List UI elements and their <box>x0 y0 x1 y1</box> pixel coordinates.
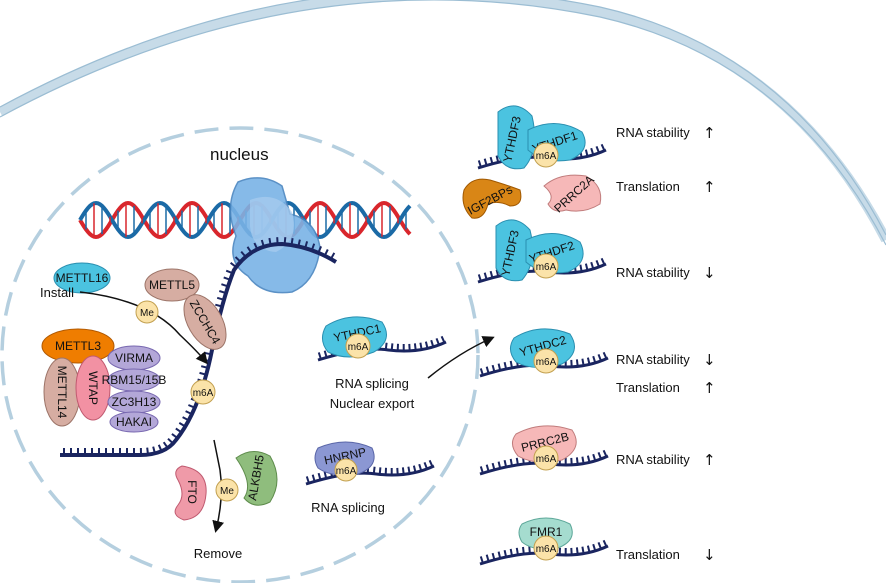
m6a-mark-prrc2b <box>533 445 559 471</box>
igf2bps-protein <box>462 178 522 219</box>
m6a-mark-ythdf2 <box>533 253 559 279</box>
m6a-label-ythdc1: m6A <box>348 342 369 353</box>
hnrnp-effect-splicing: RNA splicing <box>311 500 385 515</box>
fto-label: FTO <box>185 480 199 504</box>
m6a-mark-ythdc1 <box>345 333 371 359</box>
rna-polymerase <box>229 177 321 294</box>
m6a-mark-ythdf1 <box>533 142 559 168</box>
writer-complex: METTL16 METTL5 ZCCHC4 METTL3 METTL14 WTA… <box>40 262 227 433</box>
mettl5-protein <box>144 268 200 302</box>
nucleus-label: nucleus <box>210 145 269 164</box>
export-arrow <box>427 336 495 379</box>
prrc2b-stability-up-arrow: ↑ <box>703 451 716 469</box>
mettl5-label: METTL5 <box>149 278 195 292</box>
fmr1-reader-group: FMR1 m6A Translation ↓ <box>479 517 716 566</box>
ythdf1-stability-up-arrow: ↑ <box>703 124 716 142</box>
install-arrow <box>79 291 208 365</box>
alkbh5-protein <box>235 451 278 506</box>
install-label: Install <box>40 285 74 300</box>
zcchc4-protein <box>183 294 227 350</box>
m6a-mark-main <box>190 379 216 405</box>
m6a-label-main: m6A <box>193 388 214 399</box>
m6a-label-fmr1: m6A <box>536 544 557 555</box>
prrc2b-protein <box>512 425 577 463</box>
m6a-mark-ythdc2 <box>533 348 559 374</box>
hakai-protein <box>109 411 159 433</box>
ythdc2-protein <box>510 328 575 368</box>
hakai-label: HAKAI <box>116 415 152 429</box>
m6a-mark-hnrnp <box>334 458 358 482</box>
fmr1-label: FMR1 <box>530 525 563 539</box>
prrc2b-effect-stability: RNA stability <box>616 452 690 467</box>
fmr1-effect-translation: Translation <box>616 547 680 562</box>
ythdf2-effect-stability: RNA stability <box>616 265 690 280</box>
methyl-label-remove: Me <box>220 486 234 497</box>
prrc2a-protein <box>543 174 602 212</box>
hnrnp-protein <box>314 441 375 476</box>
nuclear-envelope <box>0 126 480 583</box>
zc3h13-label: ZC3H13 <box>112 395 157 409</box>
mettl3-label: METTL3 <box>55 339 101 353</box>
eraser-group: FTO ALKBH5 Me Remove <box>174 439 278 561</box>
mettl14-label: METTL14 <box>55 366 69 419</box>
prrc2b-reader-group: PRRC2B m6A RNA stability ↑ <box>479 425 716 476</box>
methyl-label-install: Me <box>140 308 154 319</box>
fmr1-translation-down-arrow: ↓ <box>703 546 716 564</box>
ythdc1-reader: YTHDC1 m6A RNA splicing Nuclear export <box>317 316 447 411</box>
m6a-mark-fmr1 <box>533 535 559 561</box>
rbm15-label: RBM15/15B <box>102 373 167 387</box>
ythdf1-effect-translation: Translation <box>616 179 680 194</box>
m6a-label-ythdf2: m6A <box>536 262 557 273</box>
fto-protein <box>174 465 207 521</box>
m6a-label-prrc2b: m6A <box>536 454 557 465</box>
methyl-group-install <box>135 300 159 324</box>
ythdc2-effect-translation: Translation <box>616 380 680 395</box>
ythdf2-reader-group: YTHDF3 YTHDF2 m6A RNA stability ↓ <box>477 219 716 284</box>
ythdf1-reader-group: YTHDF3 YTHDF1 m6A IGF2BPs PRRC2A RNA sta… <box>462 105 716 219</box>
ythdf1-effect-stability: RNA stability <box>616 125 690 140</box>
ythdc2-stability-down-arrow: ↓ <box>703 351 716 369</box>
remove-label: Remove <box>194 546 242 561</box>
mettl16-protein <box>53 262 111 294</box>
wtap-label: WTAP <box>86 371 100 405</box>
ythdc1-effect-splicing: RNA splicing <box>335 376 409 391</box>
wtap-protein <box>75 355 111 421</box>
mettl3-protein <box>41 328 115 364</box>
ythdc1-effect-export: Nuclear export <box>330 396 415 411</box>
m6a-label-ythdf1: m6A <box>536 151 557 162</box>
virma-label: VIRMA <box>115 351 153 365</box>
mettl16-label: METTL16 <box>56 271 109 285</box>
cell-membrane <box>0 0 886 243</box>
ythdf2-stability-down-arrow: ↓ <box>703 264 716 282</box>
m6a-label-hnrnp: m6A <box>336 466 357 477</box>
ythdc2-effect-stability: RNA stability <box>616 352 690 367</box>
ythdc2-translation-up-arrow: ↑ <box>703 379 716 397</box>
m6a-label-ythdc2: m6A <box>536 357 557 368</box>
ythdf1-translation-up-arrow: ↑ <box>703 178 716 196</box>
hnrnp-reader: HNRNP m6A RNA splicing <box>305 441 435 515</box>
ythdc2-reader-group: YTHDC2 m6A RNA stability ↓ Translation ↑ <box>479 328 716 397</box>
methyl-group-remove <box>215 478 239 502</box>
